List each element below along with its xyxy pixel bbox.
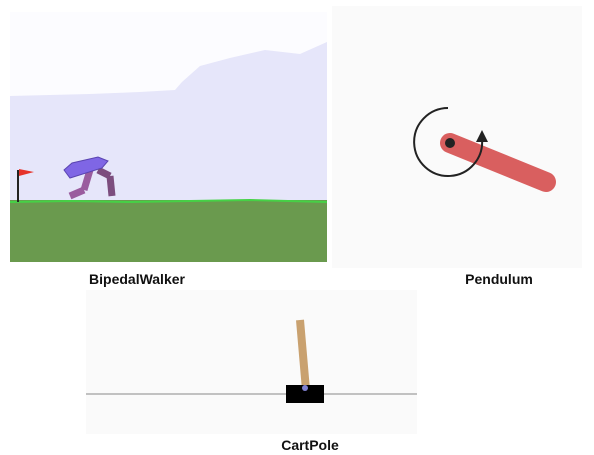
flag-icon <box>19 169 34 176</box>
walker-leg-upper-front <box>96 166 112 180</box>
cartpole-panel <box>86 290 417 434</box>
pendulum-rod <box>440 133 556 192</box>
caption-pendulum: Pendulum <box>465 271 533 287</box>
caption-cartpole: CartPole <box>281 437 339 453</box>
walker-leg-lower-back <box>68 186 86 200</box>
bipedalwalker-scene <box>10 12 327 262</box>
caption-bipedalwalker: BipedalWalker <box>89 271 185 287</box>
ground <box>10 200 327 262</box>
pole <box>296 319 310 391</box>
cartpole-background <box>86 290 417 434</box>
terrain-highlight <box>10 12 327 96</box>
grass-line <box>10 198 327 204</box>
walker-leg-upper-back <box>80 168 94 192</box>
walker-leg-lower-front <box>106 175 116 197</box>
pole-axle <box>302 385 308 391</box>
walker-hull <box>63 156 109 179</box>
cart <box>286 385 324 403</box>
bipedalwalker-panel <box>10 12 327 262</box>
cartpole-scene <box>86 290 417 434</box>
rotation-arrowhead-icon <box>476 130 488 142</box>
rotation-arrow-icon <box>413 107 484 177</box>
pendulum-panel <box>332 6 582 268</box>
pendulum-scene <box>332 6 582 268</box>
pendulum-pivot <box>445 138 455 148</box>
